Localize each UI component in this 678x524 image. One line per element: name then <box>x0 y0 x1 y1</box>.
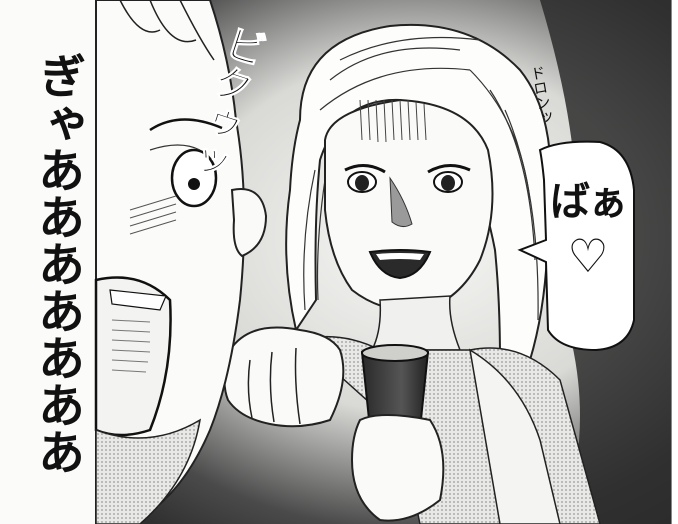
right-character-face <box>324 98 494 314</box>
right-character-eyes <box>344 164 471 193</box>
left-character-eye <box>149 118 223 208</box>
hand-on-shoulder <box>223 326 345 428</box>
shirt-collar <box>468 348 561 524</box>
speech-text: ばぁ <box>550 179 628 225</box>
left-cheek-hatching <box>129 195 177 235</box>
neck <box>370 295 462 351</box>
scream-column <box>0 0 96 524</box>
speech-bubble <box>517 140 635 352</box>
left-character-mouth <box>94 276 172 437</box>
nose-shadow <box>389 176 413 228</box>
teeth <box>376 253 424 260</box>
right-character-hair <box>285 23 552 361</box>
hair-strands <box>303 36 539 321</box>
speech-bubble-text: ばぁ ♡ <box>538 178 638 328</box>
forehead-hatching <box>359 99 427 143</box>
mouth-hatching <box>111 319 151 373</box>
hand-holding-cup <box>350 414 445 522</box>
heart-icon: ♡ <box>567 229 609 283</box>
left-character-hair <box>119 0 215 61</box>
scream-text: ぎゃあああああああ <box>29 51 84 475</box>
left-character-ear <box>230 188 268 258</box>
left-character-jaw <box>95 418 202 524</box>
cup-rim <box>361 344 429 362</box>
left-teeth <box>109 289 167 311</box>
finger-lines <box>247 347 301 425</box>
page-gutter <box>671 0 678 524</box>
